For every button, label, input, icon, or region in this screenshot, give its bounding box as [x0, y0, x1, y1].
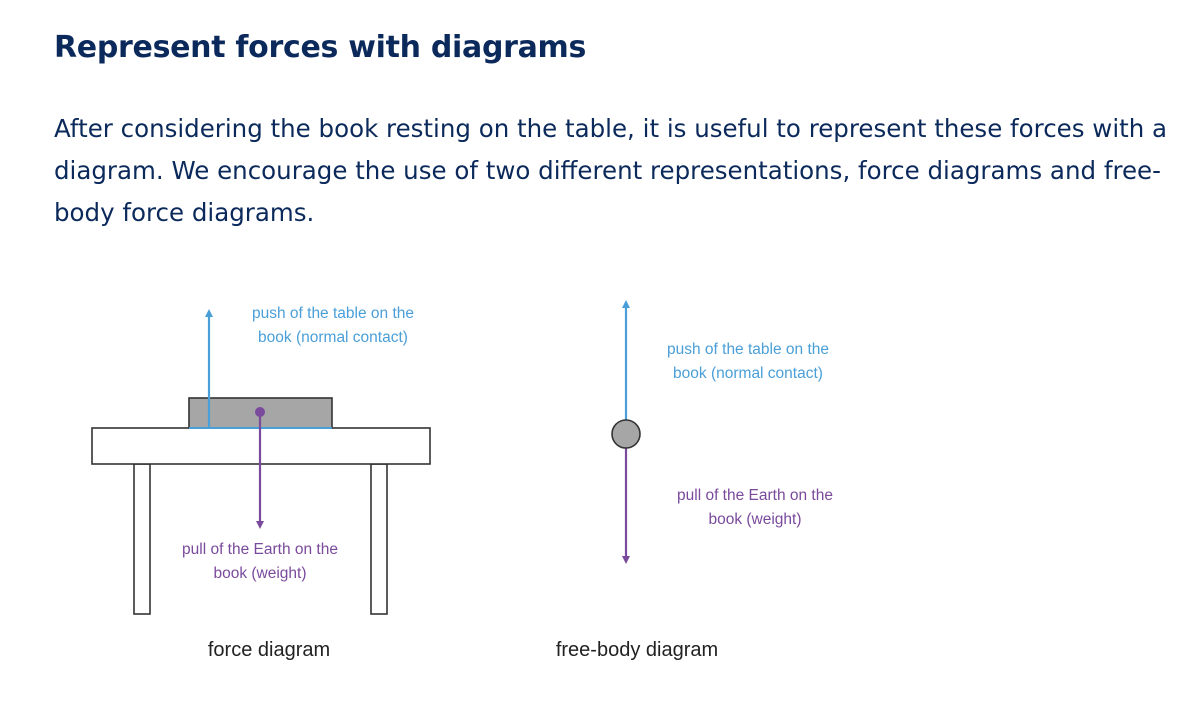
free-body-diagram: push of the table on the book (normal co… [556, 300, 833, 661]
pull-label-line2: book (weight) [708, 511, 801, 528]
push-label-line1: push of the table on the [667, 341, 829, 358]
pull-label-line2: book (weight) [213, 565, 306, 582]
pull-label-line1: pull of the Earth on the [182, 541, 338, 558]
table-left-leg [133, 463, 151, 615]
force-diagram: push of the table on the book (normal co… [91, 305, 431, 661]
push-label-line2: book (normal contact) [258, 329, 408, 346]
point-mass-circle [611, 419, 641, 449]
push-label-line1: push of the table on the [252, 305, 414, 322]
force-diagram-caption: force diagram [208, 639, 330, 661]
free-body-diagram-caption: free-body diagram [556, 639, 718, 661]
pull-label-line1: pull of the Earth on the [677, 487, 833, 504]
page-title: Represent forces with diagrams [54, 30, 587, 65]
intro-paragraph: After considering the book resting on th… [54, 114, 1168, 227]
book-centre-dot [255, 407, 265, 417]
push-label-line2: book (normal contact) [673, 365, 823, 382]
table-right-leg [370, 463, 388, 615]
